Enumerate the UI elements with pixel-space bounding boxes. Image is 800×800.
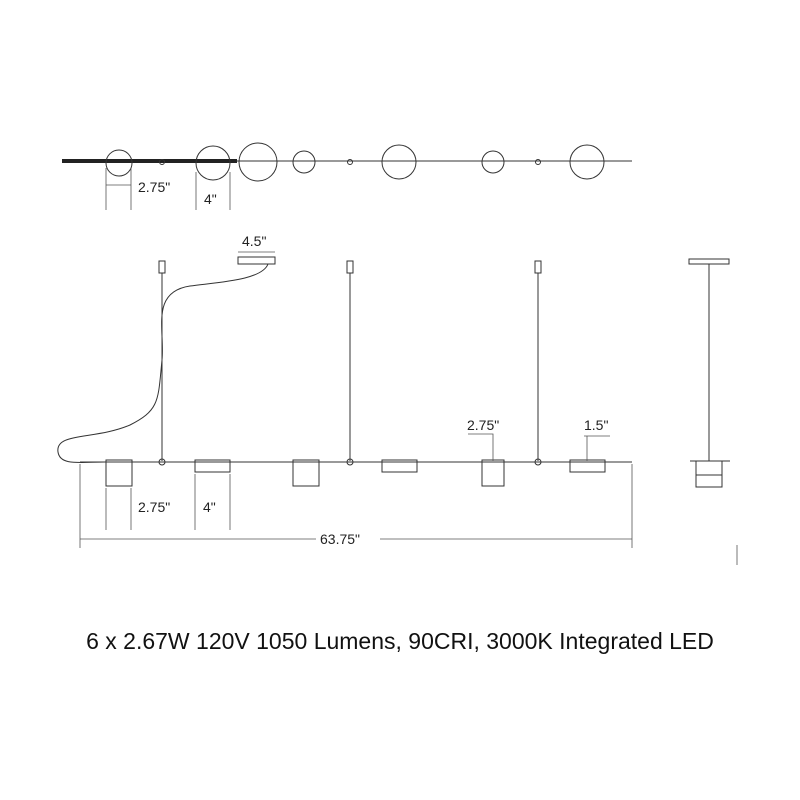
shade-height-leader <box>468 433 494 461</box>
front-width-label: 4" <box>203 499 216 515</box>
overall-length-label: 63.75" <box>320 531 360 547</box>
front-shade-6 <box>569 459 606 473</box>
top-view-shade-4 <box>292 150 316 174</box>
shade-height-label: 2.75" <box>467 417 499 433</box>
top-view-hanger-1 <box>159 159 165 165</box>
front-shade-5 <box>481 459 505 487</box>
spec-caption: 6 x 2.67W 120V 1050 Lumens, 90CRI, 3000K… <box>86 628 714 654</box>
side-shade <box>695 460 723 488</box>
cable-grip-2 <box>346 260 354 274</box>
power-cord <box>57 263 269 464</box>
front-shade-4 <box>381 459 418 473</box>
side-view <box>688 258 738 565</box>
shade-short-height-label: 1.5" <box>584 417 608 433</box>
top-view-shade-5 <box>381 144 417 180</box>
top-view-shade-2 <box>195 145 231 181</box>
fixture-dimension-diagram: 2.75" 4" 4.5" 2.75" <box>57 142 738 565</box>
top-view-hanger-3 <box>535 159 541 165</box>
rail-hanger-1 <box>158 458 166 466</box>
top-view-shade-7 <box>569 144 605 180</box>
side-canopy <box>688 258 730 265</box>
cable-grip-3 <box>534 260 542 274</box>
top-view: 2.75" 4" <box>62 142 632 210</box>
front-spacing-label: 2.75" <box>138 499 170 515</box>
top-view-rail-thick <box>62 159 237 163</box>
front-shade-2 <box>194 459 231 473</box>
canopy-width-label: 4.5" <box>242 233 266 249</box>
cable-grip-1 <box>158 260 166 274</box>
front-view: 4.5" 2.75" 1.5" 2.75" <box>57 233 633 548</box>
top-view-shade-1 <box>105 149 133 177</box>
rail-hanger-3 <box>534 458 542 466</box>
top-spacing-label: 2.75" <box>138 179 170 195</box>
top-diameter-label: 4" <box>204 191 217 207</box>
top-view-hanger-2 <box>347 159 353 165</box>
top-view-shade-3 <box>238 142 278 182</box>
front-shade-3 <box>292 459 320 487</box>
top-view-shade-6 <box>481 150 505 174</box>
canopy <box>237 256 276 265</box>
rail-hanger-2 <box>346 458 354 466</box>
front-shade-1 <box>105 459 133 487</box>
